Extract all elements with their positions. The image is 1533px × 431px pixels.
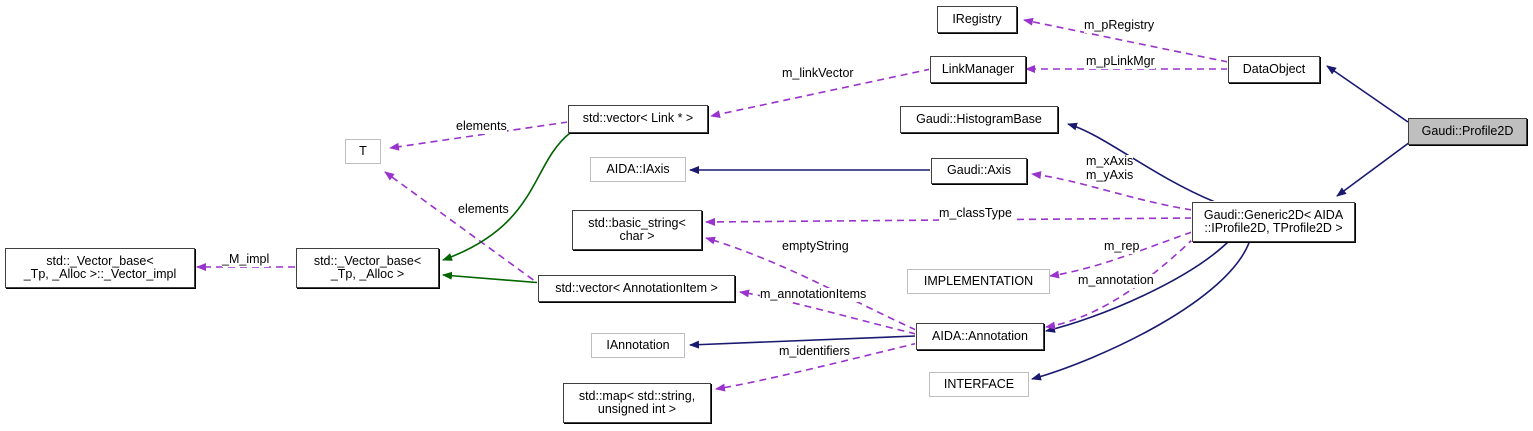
- edge-label-elements-top: elements: [456, 119, 507, 134]
- node-std-vector-base-impl[interactable]: std::_Vector_base< _Tp, _Alloc >::_Vecto…: [5, 248, 195, 288]
- node-aida-iaxis-label: AIDA::IAxis: [606, 161, 670, 176]
- node-std-basic-string[interactable]: std::basic_string< char >: [572, 210, 702, 250]
- node-gaudi-histogrambase-label: Gaudi::HistogramBase: [916, 111, 1042, 126]
- edge-label-m-identifiers: m_identifiers: [779, 344, 850, 359]
- node-std-vector-link[interactable]: std::vector< Link * >: [568, 105, 708, 133]
- node-iannotation[interactable]: IAnnotation: [591, 333, 685, 358]
- node-std-vector-base-label: std::_Vector_base< _Tp, _Alloc >: [313, 253, 422, 281]
- node-iregistry[interactable]: IRegistry: [937, 6, 1017, 33]
- node-std-basic-string-label: std::basic_string< char >: [588, 215, 686, 243]
- edge-label-m-rep: m_rep: [1104, 239, 1140, 254]
- node-implementation[interactable]: IMPLEMENTATION: [907, 269, 1050, 294]
- node-interface-label: INTERFACE: [943, 376, 1015, 391]
- node-gaudi-histogrambase[interactable]: Gaudi::HistogramBase: [900, 106, 1058, 133]
- node-dataobject[interactable]: DataObject: [1228, 56, 1320, 83]
- node-std-vector-base[interactable]: std::_Vector_base< _Tp, _Alloc >: [296, 248, 439, 288]
- node-std-vector-link-label: std::vector< Link * >: [582, 111, 694, 126]
- node-t-label: T: [359, 143, 367, 158]
- edge-label-m-annotation: m_annotation: [1078, 273, 1154, 288]
- node-gaudi-generic2d-label: Gaudi::Generic2D< AIDA ::IProfile2D, TPr…: [1203, 207, 1344, 235]
- node-gaudi-profile2d[interactable]: Gaudi::Profile2D: [1408, 118, 1527, 145]
- node-linkmanager[interactable]: LinkManager: [930, 56, 1026, 83]
- edge-label-elements-bottom: elements: [458, 202, 509, 217]
- edge-label-m-annotationitems: m_annotationItems: [760, 287, 867, 302]
- node-iannotation-label: IAnnotation: [606, 337, 670, 352]
- node-implementation-label: IMPLEMENTATION: [923, 273, 1034, 288]
- node-aida-annotation-label: AIDA::Annotation: [932, 328, 1028, 343]
- node-iregistry-label: IRegistry: [952, 11, 1002, 26]
- edge-label-emptystring: emptyString: [782, 239, 849, 254]
- edge-label-m-impl: _M_impl: [222, 252, 270, 267]
- edge-label-m-pregistry: m_pRegistry: [1084, 18, 1155, 33]
- node-std-vector-annotationitem[interactable]: std::vector< AnnotationItem >: [538, 275, 735, 302]
- node-gaudi-generic2d[interactable]: Gaudi::Generic2D< AIDA ::IProfile2D, TPr…: [1192, 202, 1355, 242]
- node-t[interactable]: T: [345, 139, 381, 164]
- edge-label-m-linkvector: m_linkVector: [782, 66, 854, 81]
- node-std-vector-annotationitem-label: std::vector< AnnotationItem >: [555, 280, 718, 295]
- node-dataobject-label: DataObject: [1242, 61, 1306, 76]
- node-std-map-label: std::map< std::string, unsigned int >: [578, 388, 696, 416]
- node-std-vector-base-impl-label: std::_Vector_base< _Tp, _Alloc >::_Vecto…: [23, 253, 177, 281]
- edge-label-m-classtype: m_classType: [939, 206, 1012, 221]
- node-gaudi-axis-label: Gaudi::Axis: [947, 163, 1011, 178]
- edge-label-m-plinkmgr: m_pLinkMgr: [1086, 54, 1155, 69]
- node-interface[interactable]: INTERFACE: [929, 372, 1029, 397]
- node-gaudi-profile2d-label: Gaudi::Profile2D: [1421, 123, 1514, 138]
- edge-label-m-xaxis-m-yaxis: m_xAxis m_yAxis: [1086, 154, 1134, 182]
- node-gaudi-axis[interactable]: Gaudi::Axis: [931, 158, 1027, 184]
- node-aida-annotation[interactable]: AIDA::Annotation: [916, 323, 1044, 350]
- node-linkmanager-label: LinkManager: [941, 61, 1015, 76]
- node-std-map[interactable]: std::map< std::string, unsigned int >: [563, 383, 711, 423]
- node-aida-iaxis[interactable]: AIDA::IAxis: [590, 157, 686, 182]
